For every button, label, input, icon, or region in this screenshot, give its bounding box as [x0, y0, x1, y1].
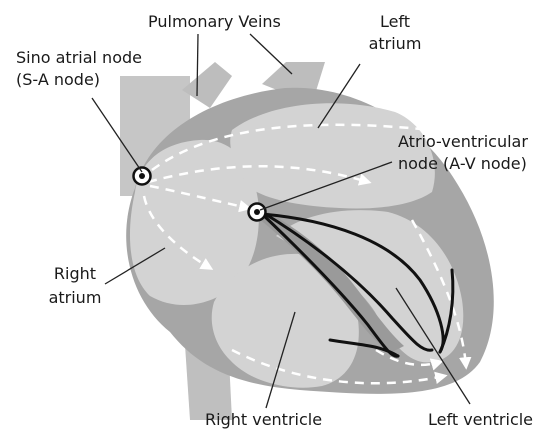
- label-left-ventricle: Left ventricle: [428, 410, 533, 430]
- label-left-atrium-line2: atrium: [365, 34, 425, 54]
- label-sa-node-line1: Sino atrial node: [16, 48, 142, 68]
- label-right-atrium-line1: Right: [40, 264, 110, 284]
- label-av-node-line2: node (A-V node): [398, 154, 527, 174]
- leader-pulmonary-right: [250, 34, 292, 74]
- av-node-marker: [249, 204, 266, 221]
- label-av-node-line1: Atrio-ventricular: [398, 132, 528, 152]
- label-sa-node-line2: (S-A node): [16, 70, 100, 90]
- label-right-ventricle: Right ventricle: [205, 410, 322, 430]
- label-left-atrium-line1: Left: [365, 12, 425, 32]
- label-right-atrium-line2: atrium: [40, 288, 110, 308]
- sa-node-marker: [134, 168, 151, 185]
- label-pulmonary-veins: Pulmonary Veins: [148, 12, 281, 32]
